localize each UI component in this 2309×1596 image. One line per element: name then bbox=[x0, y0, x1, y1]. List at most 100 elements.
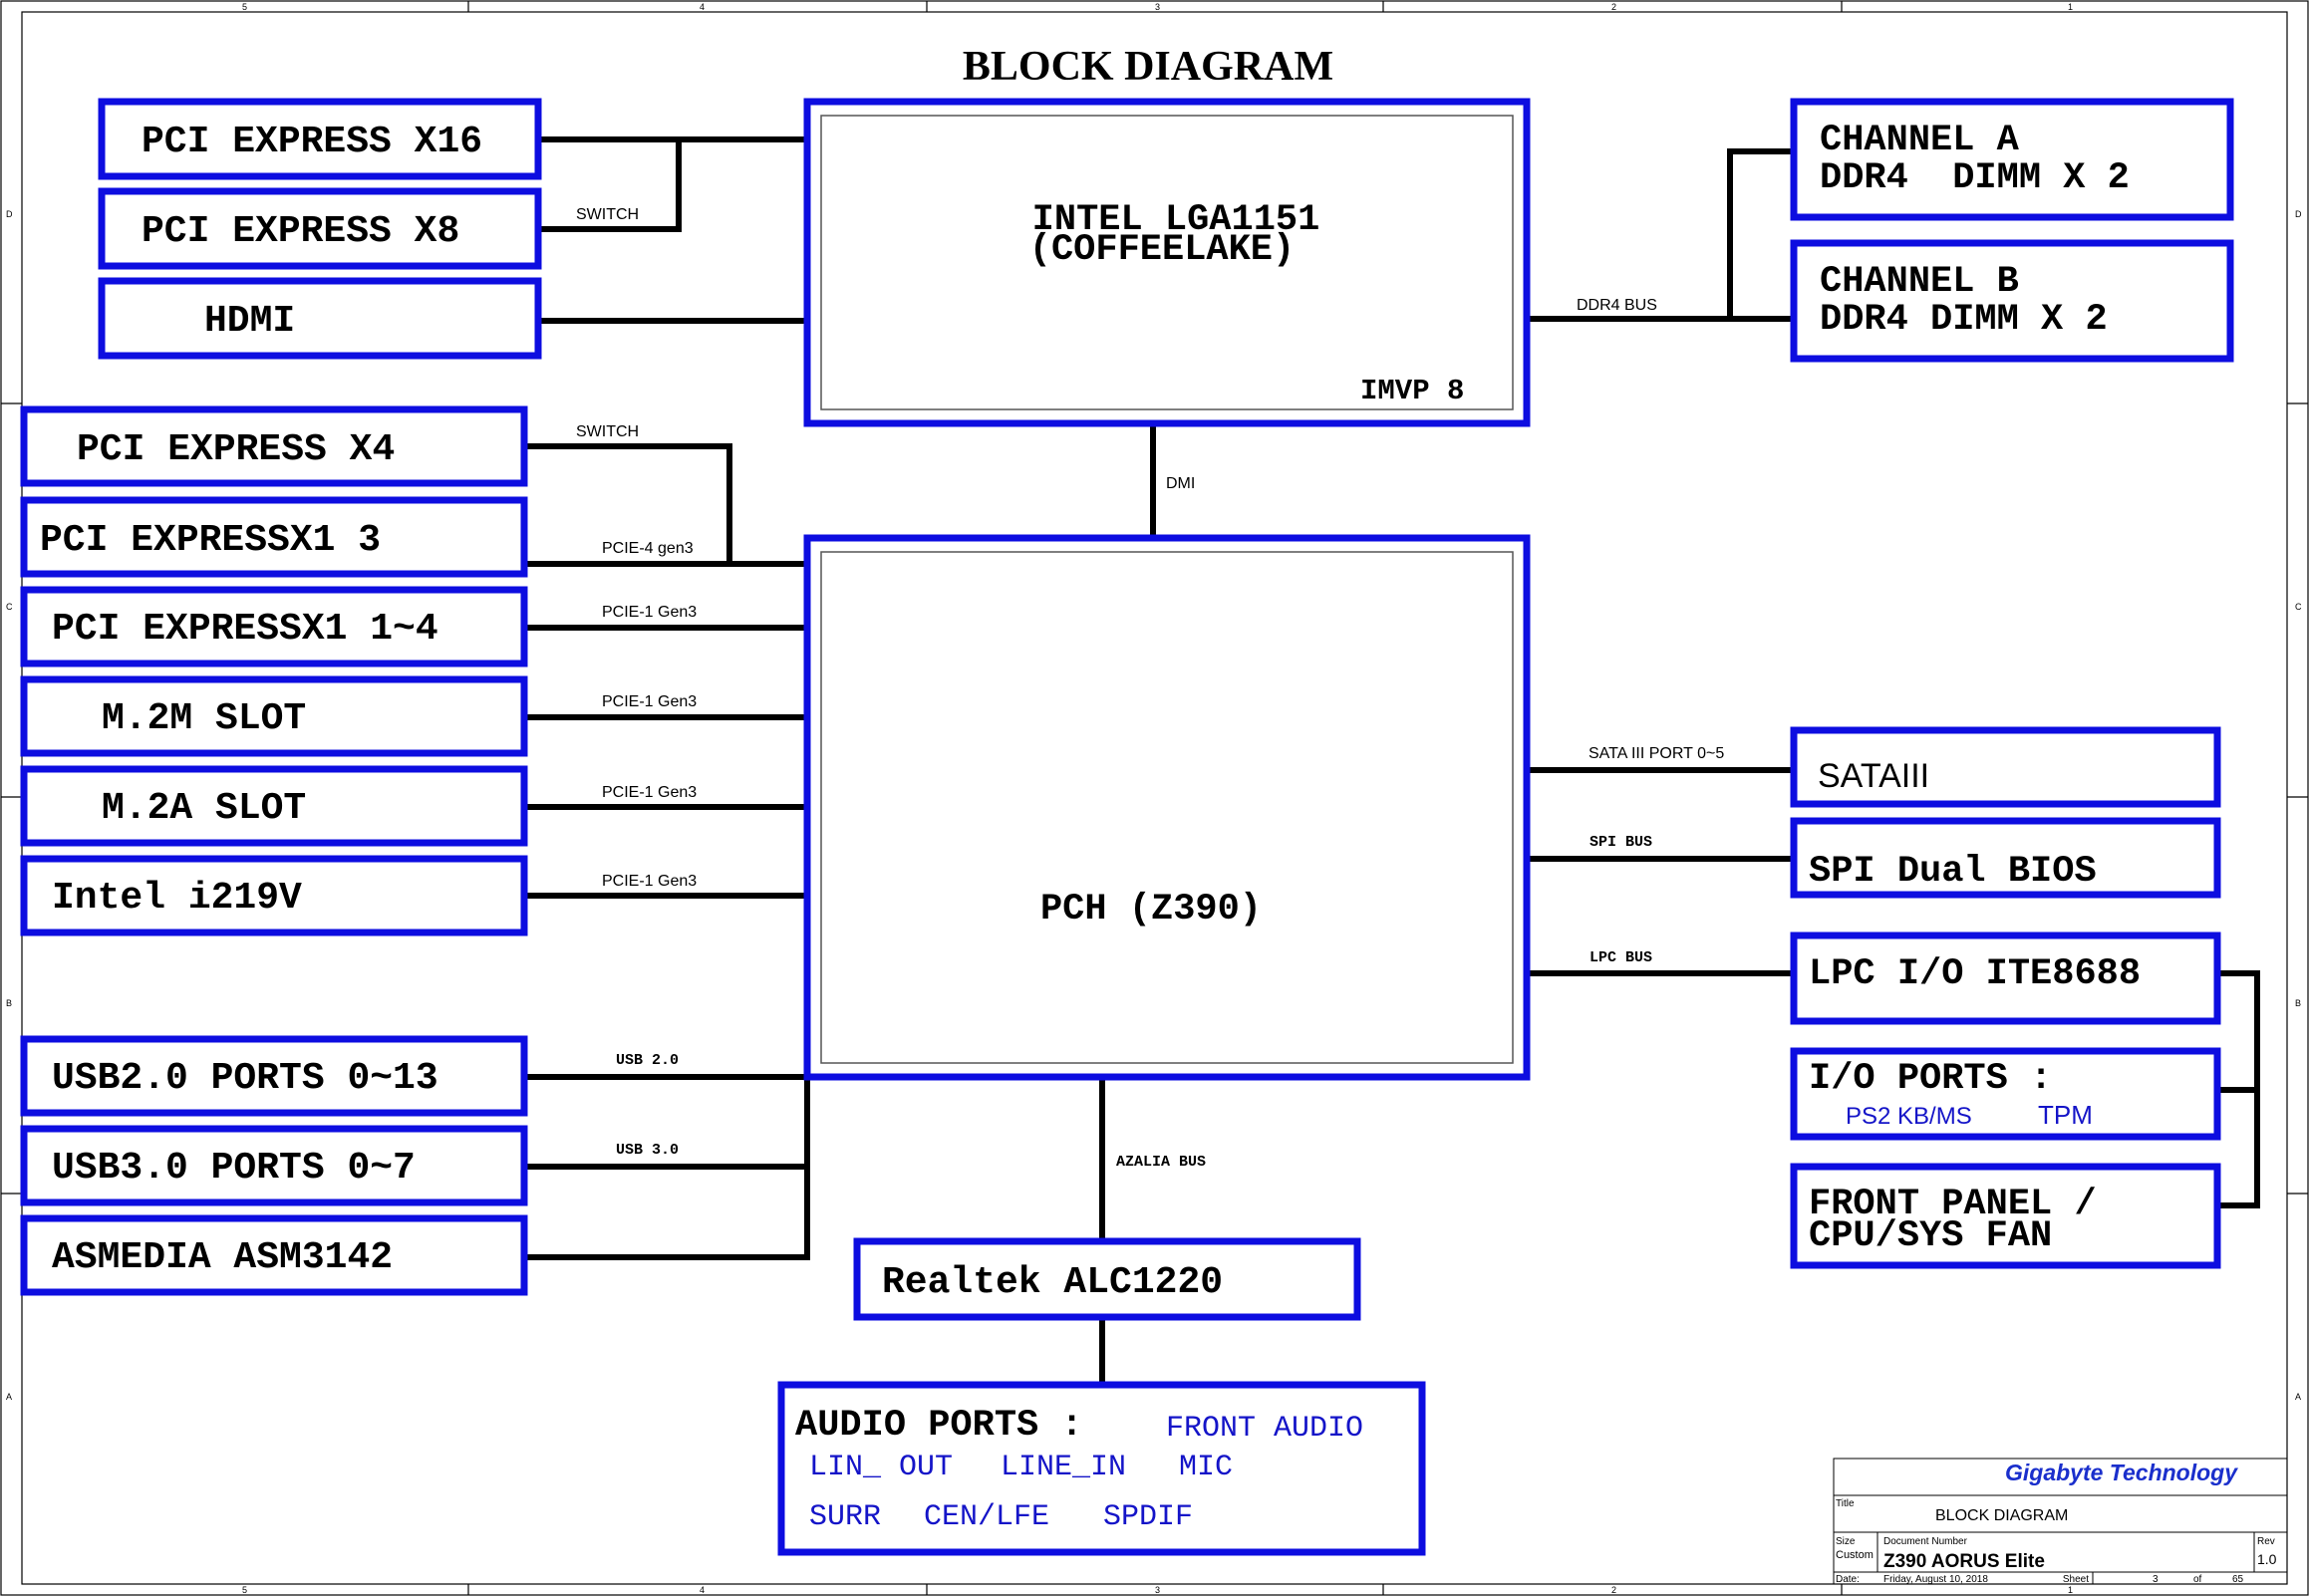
front-panel-line1: FRONT PANEL / bbox=[1809, 1184, 2097, 1225]
company-name: Gigabyte Technology bbox=[2005, 1460, 2238, 1485]
asmedia-block: ASMEDIA ASM3142 bbox=[20, 1214, 528, 1296]
sheet-field-value: 3 bbox=[2153, 1574, 2159, 1585]
io-port-ps2: PS2 KB/MS bbox=[1846, 1103, 1972, 1130]
wires bbox=[526, 136, 2260, 1387]
title-block: Gigabyte Technology Title BLOCK DIAGRAM … bbox=[1833, 1458, 2288, 1585]
usb20-label: USB2.0 PORTS 0~13 bbox=[52, 1057, 438, 1100]
cpu-label-line1: INTEL LGA1151 bbox=[1032, 199, 1320, 241]
channel-a-line1: CHANNEL A bbox=[1820, 120, 2020, 161]
front-panel-line2: CPU/SYS FAN bbox=[1809, 1215, 2052, 1257]
cpu-label-line2: (COFFEELAKE) bbox=[1029, 229, 1295, 271]
io-ports-title: I/O PORTS : bbox=[1809, 1058, 2052, 1100]
col-marker-top-3: 3 bbox=[1155, 2, 1160, 12]
col-marker-bottom-5: 5 bbox=[242, 1585, 247, 1595]
docnum-field-value: Z390 AORUS Elite bbox=[1883, 1551, 2045, 1572]
lpc-io-label: LPC I/O ITE8688 bbox=[1809, 953, 2141, 995]
pcie-x16-block: PCI EXPRESS X16 bbox=[98, 98, 542, 180]
audio-port-spdif: SPDIF bbox=[1103, 1500, 1193, 1534]
total-sheets-value: 65 bbox=[2232, 1574, 2244, 1585]
audio-port-front: FRONT AUDIO bbox=[1166, 1412, 1363, 1446]
hdmi-label: HDMI bbox=[204, 300, 295, 343]
date-field-label: Date: bbox=[1836, 1574, 1860, 1585]
pcie-x1-1-4-block: PCI EXPRESSX1 1~4 bbox=[20, 586, 528, 667]
col-marker-bottom-1: 1 bbox=[2068, 1585, 2073, 1595]
bus-label-usb30: USB 3.0 bbox=[616, 1142, 679, 1159]
pcie-x8-block: PCI EXPRESS X8 bbox=[98, 187, 542, 270]
audio-port-line-in: LINE_IN bbox=[1001, 1451, 1126, 1484]
row-marker-right-b: B bbox=[2295, 998, 2301, 1008]
bus-label-ddr4: DDR4 BUS bbox=[1577, 297, 1657, 314]
bus-label-switch-top: SWITCH bbox=[576, 206, 639, 223]
row-marker-right-d: D bbox=[2295, 209, 2302, 219]
usb20-block: USB2.0 PORTS 0~13 bbox=[20, 1035, 528, 1117]
sata-label: SATAIII bbox=[1818, 757, 1929, 795]
io-ports-block: I/O PORTS : PS2 KB/MS TPM bbox=[1790, 1047, 2221, 1141]
col-marker-bottom-2: 2 bbox=[1611, 1585, 1616, 1595]
pcie-x4-label: PCI EXPRESS X4 bbox=[77, 428, 395, 471]
spi-bios-label: SPI Dual BIOS bbox=[1809, 851, 2097, 893]
col-marker-top-5: 5 bbox=[242, 2, 247, 12]
bus-label-pcie1-d: PCIE-1 Gen3 bbox=[602, 873, 697, 890]
audio-port-mic: MIC bbox=[1179, 1451, 1233, 1484]
audio-port-cen-lfe: CEN/LFE bbox=[924, 1500, 1049, 1534]
bus-label-usb20: USB 2.0 bbox=[616, 1052, 679, 1069]
col-marker-top-1: 1 bbox=[2068, 2, 2073, 12]
channel-b-block: CHANNEL B DDR4 DIMM X 2 bbox=[1790, 239, 2234, 363]
size-field-label: Size bbox=[1836, 1536, 1856, 1547]
spi-bios-block: SPI Dual BIOS bbox=[1790, 817, 2221, 899]
bus-label-pcie1-c: PCIE-1 Gen3 bbox=[602, 784, 697, 801]
lpc-io-block: LPC I/O ITE8688 bbox=[1790, 931, 2221, 1025]
rev-field-label: Rev bbox=[2257, 1536, 2275, 1547]
pcie-x8-label: PCI EXPRESS X8 bbox=[142, 210, 459, 253]
intel-i219v-block: Intel i219V bbox=[20, 855, 528, 936]
bus-labels: SWITCH DDR4 BUS DMI SWITCH PCIE-4 gen3 P… bbox=[576, 206, 1724, 1171]
cpu-vr-label: IMVP 8 bbox=[1360, 375, 1464, 407]
pcie-x1-3-label: PCI EXPRESSX1 3 bbox=[40, 519, 381, 562]
row-marker-right-a: A bbox=[2295, 1392, 2301, 1402]
col-marker-bottom-3: 3 bbox=[1155, 1585, 1160, 1595]
audio-port-surr: SURR bbox=[809, 1500, 881, 1534]
bus-label-azalia: AZALIA BUS bbox=[1116, 1154, 1206, 1171]
pcie-x16-label: PCI EXPRESS X16 bbox=[142, 121, 482, 163]
audio-ports-block: AUDIO PORTS : FRONT AUDIO LIN_ OUT LINE_… bbox=[777, 1381, 1426, 1556]
usb30-block: USB3.0 PORTS 0~7 bbox=[20, 1125, 528, 1206]
bus-label-spi: SPI BUS bbox=[1589, 834, 1652, 851]
hdmi-block: HDMI bbox=[98, 277, 542, 360]
usb30-label: USB3.0 PORTS 0~7 bbox=[52, 1147, 416, 1190]
m2m-slot-label: M.2M SLOT bbox=[102, 697, 306, 740]
realtek-codec-label: Realtek ALC1220 bbox=[882, 1261, 1223, 1304]
asmedia-label: ASMEDIA ASM3142 bbox=[52, 1236, 393, 1279]
m2a-slot-block: M.2A SLOT bbox=[20, 765, 528, 847]
channel-b-line1: CHANNEL B bbox=[1820, 261, 2019, 303]
title-field-label: Title bbox=[1836, 1498, 1855, 1509]
sheet-field-label: Sheet bbox=[2063, 1574, 2089, 1585]
col-marker-bottom-4: 4 bbox=[700, 1585, 705, 1595]
bus-label-dmi: DMI bbox=[1166, 475, 1195, 492]
row-marker-left-a: A bbox=[6, 1392, 12, 1402]
title-field-value: BLOCK DIAGRAM bbox=[1935, 1507, 2068, 1524]
front-panel-block: FRONT PANEL / CPU/SYS FAN bbox=[1790, 1163, 2221, 1269]
bus-label-pcie1-a: PCIE-1 Gen3 bbox=[602, 604, 697, 621]
col-marker-top-4: 4 bbox=[700, 2, 705, 12]
diagram-title: BLOCK DIAGRAM bbox=[963, 44, 1333, 90]
audio-port-line-out: LIN_ OUT bbox=[809, 1451, 953, 1484]
audio-ports-title: AUDIO PORTS : bbox=[795, 1405, 1083, 1447]
row-marker-left-c: C bbox=[6, 602, 13, 612]
pcie-x4-block: PCI EXPRESS X4 bbox=[20, 405, 528, 487]
m2a-slot-label: M.2A SLOT bbox=[102, 787, 306, 830]
pch-block: PCH (Z390) bbox=[803, 534, 1531, 1081]
bus-label-lpc: LPC BUS bbox=[1589, 949, 1652, 966]
row-marker-left-d: D bbox=[6, 209, 13, 219]
intel-i219v-label: Intel i219V bbox=[52, 877, 302, 920]
realtek-codec-block: Realtek ALC1220 bbox=[853, 1237, 1361, 1321]
bus-label-pcie4: PCIE-4 gen3 bbox=[602, 540, 694, 557]
of-field-label: of bbox=[2193, 1574, 2202, 1585]
docnum-field-label: Document Number bbox=[1883, 1536, 1968, 1547]
channel-a-line2: DDR4 DIMM X 2 bbox=[1820, 157, 2130, 199]
m2m-slot-block: M.2M SLOT bbox=[20, 675, 528, 757]
rev-field-value: 1.0 bbox=[2257, 1551, 2277, 1567]
pch-label: PCH (Z390) bbox=[1040, 889, 1262, 931]
pcie-x1-3-block: PCI EXPRESSX1 3 bbox=[20, 496, 528, 578]
bus-label-sata: SATA III PORT 0~5 bbox=[1588, 745, 1724, 762]
